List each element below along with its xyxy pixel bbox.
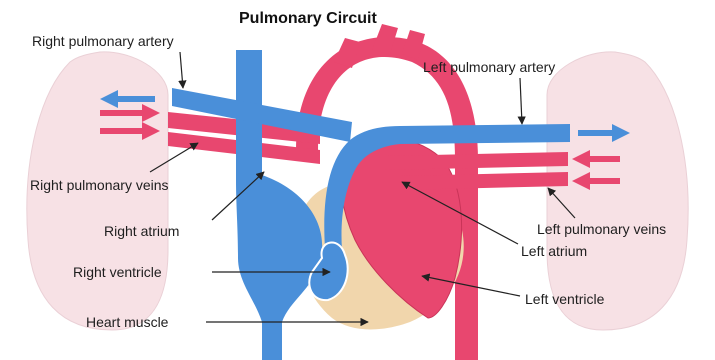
label-left-ventricle: Left ventricle (525, 291, 605, 307)
label-left-atrium: Left atrium (521, 243, 587, 259)
label-left-pulmonary-artery: Left pulmonary artery (423, 59, 555, 75)
label-heart-muscle: Heart muscle (86, 314, 169, 330)
label-left-pulmonary-veins: Left pulmonary veins (537, 221, 666, 237)
leader-right-pulmonary-artery (180, 52, 183, 88)
label-right-atrium: Right atrium (104, 223, 179, 239)
leader-left-pulmonary-artery (520, 78, 522, 124)
diagram-title: Pulmonary Circuit (239, 10, 377, 27)
left-lung (547, 52, 688, 330)
label-right-ventricle: Right ventricle (73, 264, 162, 280)
label-right-pulmonary-veins: Right pulmonary veins (30, 177, 169, 193)
label-right-pulmonary-artery: Right pulmonary artery (32, 33, 174, 49)
